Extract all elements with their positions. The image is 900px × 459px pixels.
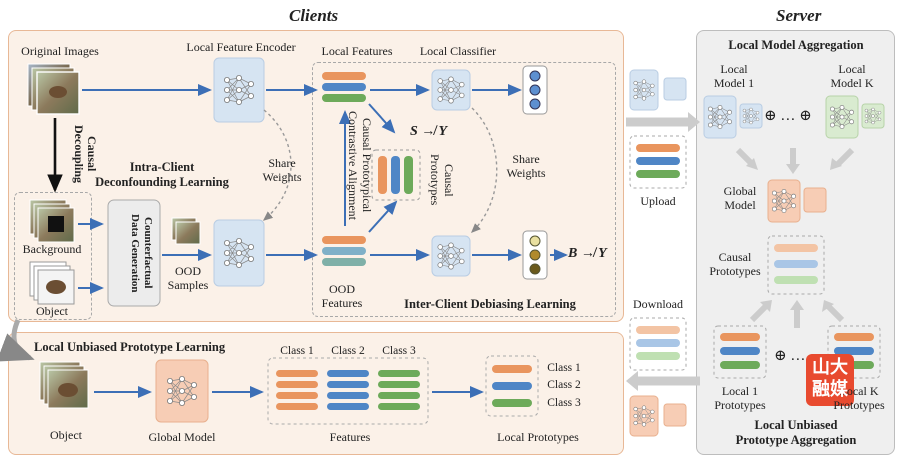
arrow-oodfeatures-prototypes [368,200,398,233]
counterfactual-box [107,199,161,307]
proto-bar-class3 [492,399,532,407]
label-local-features: Local Features [321,44,393,58]
original-images-photo [27,63,80,115]
label-causal-decoupling: Causal Decoupling [72,124,99,183]
label-inter-client: Inter-Client Debiasing Learning [404,297,576,311]
class1-features [276,370,318,410]
label-local-feature-encoder: Local Feature Encoder [186,40,296,54]
class-header-2: Class 2 [331,345,365,357]
server-local-model-k [825,95,885,139]
class3-features [378,370,420,410]
label-s-not-y: S ↛ Y [410,124,448,139]
server-header: Server [776,6,822,25]
server-local-model-1 [703,95,763,139]
label-lower-global-model: Global Model [148,430,216,444]
download-models [629,395,687,437]
label-upload: Upload [640,194,676,208]
local-feature-encoder-top [213,57,265,123]
lower-object-photo [39,361,89,409]
label-local-k-prototypes: Local K Prototypes [833,384,885,412]
output-top [522,65,548,115]
local-prototypes-box [485,355,539,417]
label-local-1-prototypes: Local 1 Prototypes [714,384,766,412]
output-bottom [522,230,548,280]
local-classifier-top [431,69,471,111]
upload-models [629,69,687,111]
proto-bar-class2 [492,382,532,390]
causal-prototypes-vertical [371,149,421,201]
ood-features-bars [322,236,366,266]
server-causal-prototypes-box [767,235,825,295]
label-server-aggregation: Local Model Aggregation [728,38,864,52]
label-share-weights-2: Share Weights [506,152,546,180]
label-intra-client: Intra-Client Deconfounding Learning [95,160,229,189]
upload-prototypes-box [629,135,687,189]
ood-samples-photo [171,217,201,245]
label-ood-features: OOD Features [321,282,363,310]
label-proto-agg: Local Unbiased Prototype Aggregation [735,418,857,447]
label-local-model-k: Local Model K [830,62,874,90]
label-local-model-1: Local Model 1 [713,62,755,90]
label-b-not-y: B ↛ Y [568,246,607,261]
share-weights-arc-2 [470,107,498,233]
download-prototypes-box [629,317,687,371]
label-share-weights-1: Share Weights [262,156,302,184]
label-causal-prototypical: Causal Prototypical Contrastive Alignmen… [346,110,374,220]
label-lower-title: Local Unbiased Prototype Learning [34,340,226,354]
class2-features [327,370,369,410]
legend-class-3: Class 3 [547,397,581,409]
label-background: Background [22,242,82,256]
object-photo [29,261,75,305]
arrow-features-prototypes [368,103,396,134]
features-box [267,357,429,425]
class-header-1: Class 1 [280,345,314,357]
watermark-text: 山大融媒 [812,357,848,400]
label-ood-samples: OOD Samples [167,264,209,292]
class-header-3: Class 3 [382,345,416,357]
server-arrow-1 [735,147,755,167]
label-download: Download [633,297,683,311]
label-original-images: Original Images [21,44,99,58]
server-global-model [767,179,827,223]
label-plus-dots: ⊕ … ⊕ [764,108,812,124]
label-server-causal-prototypes: Causal Prototypes [709,250,761,278]
label-local-classifier: Local Classifier [419,44,497,58]
label-lower-object: Object [50,428,82,442]
label-lower-features: Features [329,430,371,444]
label-object: Object [36,304,68,318]
legend-class-1: Class 1 [547,362,581,374]
inter-client-box [312,62,616,317]
local-feature-encoder-bottom [213,219,265,287]
label-counterfactual: Counterfactual Data Generation [129,213,154,293]
proto-bar-class1 [492,365,532,373]
watermark-logo [806,354,854,406]
local-classifier-bottom [431,235,471,277]
label-causal-prototypes-vert: Causal Prototypes [428,154,456,206]
server-local1-prototypes-box [713,325,767,379]
clients-header: Clients [289,6,339,25]
arrow-object-lower [0,318,35,362]
legend-class-2: Class 2 [547,379,581,391]
background-photo [29,199,75,243]
label-plus-dots-small: ⊕ … [774,348,806,364]
label-server-global-model: Global Model [723,184,757,212]
local-features-top [322,72,366,102]
label-lower-local-prototypes: Local Prototypes [497,430,579,444]
lower-global-model [155,359,209,423]
